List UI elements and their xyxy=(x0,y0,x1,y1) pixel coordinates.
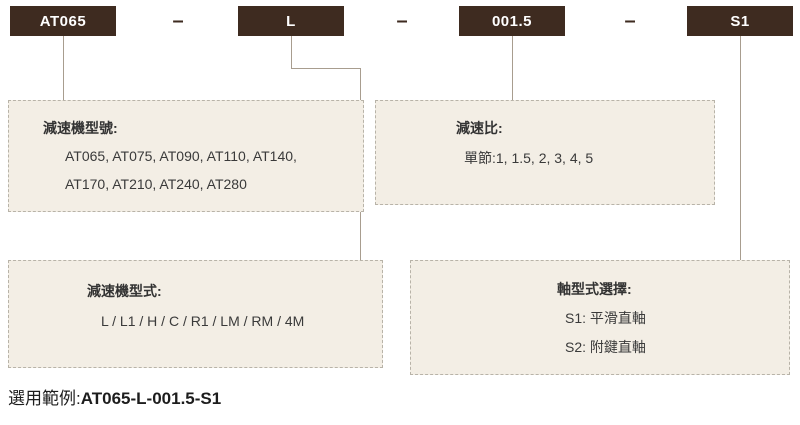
box-model-no-line: AT170, AT210, AT240, AT280 xyxy=(65,176,247,192)
segment-separator: – xyxy=(172,9,184,32)
box-ratio-title: 減速比: xyxy=(456,120,503,136)
box-type: 減速機型式: L / L1 / H / C / R1 / LM / RM / 4… xyxy=(8,260,383,368)
model-segment-type: L xyxy=(238,6,344,36)
connector-line-ratio xyxy=(512,36,513,100)
connector-line-shaft xyxy=(740,36,741,260)
model-segment-series: AT065 xyxy=(10,6,116,36)
connector-line-type-v1 xyxy=(291,36,292,68)
box-shaft-title: 軸型式選擇: xyxy=(557,281,632,297)
example-value: AT065-L-001.5-S1 xyxy=(80,389,222,408)
model-segment-shaft: S1 xyxy=(687,6,793,36)
segment-separator: – xyxy=(396,9,408,32)
box-model-no-line: AT065, AT075, AT090, AT110, AT140, xyxy=(65,148,297,164)
example-label: 選用範例: xyxy=(8,389,81,408)
box-model-no-title: 減速機型號: xyxy=(43,120,118,136)
box-shaft-line: S1: 平滑直軸 xyxy=(565,310,646,326)
box-model-no: 減速機型號: AT065, AT075, AT090, AT110, AT140… xyxy=(8,100,364,212)
box-type-line: L / L1 / H / C / R1 / LM / RM / 4M xyxy=(101,313,305,329)
connector-line-model-no xyxy=(63,36,64,100)
box-type-title: 減速機型式: xyxy=(87,283,162,299)
example-line: 選用範例: AT065-L-001.5-S1 xyxy=(8,384,221,409)
model-segment-ratio: 001.5 xyxy=(459,6,565,36)
box-shaft-line: S2: 附鍵直軸 xyxy=(565,339,646,355)
box-shaft: 軸型式選擇: S1: 平滑直軸 S2: 附鍵直軸 xyxy=(410,260,790,375)
box-ratio-line: 單節:1, 1.5, 2, 3, 4, 5 xyxy=(464,150,594,166)
segment-separator: – xyxy=(624,9,636,32)
connector-line-type-h xyxy=(291,68,361,69)
box-ratio: 減速比: 單節:1, 1.5, 2, 3, 4, 5 xyxy=(375,100,715,205)
